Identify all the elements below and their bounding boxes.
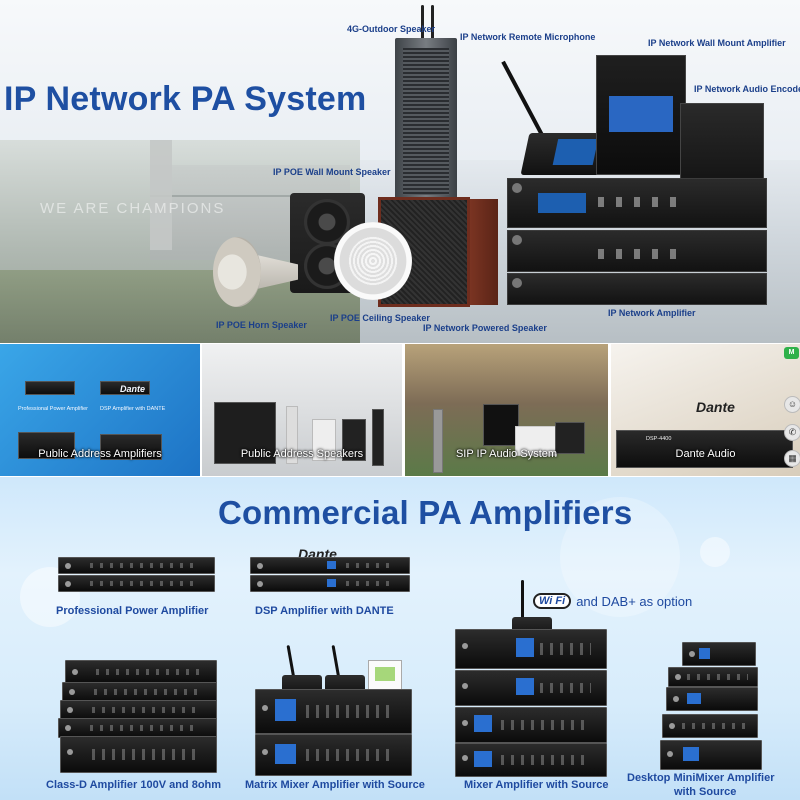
label-professional-power-amplifier[interactable]: Professional Power Amplifier bbox=[56, 605, 209, 617]
label-powered-speaker: IP Network Powered Speaker bbox=[423, 323, 547, 333]
wifi-icon: Wi Fi bbox=[533, 593, 572, 609]
mini-rack bbox=[25, 381, 75, 395]
decor-bubble bbox=[700, 537, 730, 567]
column-speaker bbox=[342, 419, 366, 461]
desktop-minimixer-unit[interactable] bbox=[662, 714, 758, 738]
category-sub-label: Professional Power Amplifier bbox=[18, 406, 89, 412]
phone-icon[interactable]: ✆ bbox=[784, 424, 800, 441]
antenna-right bbox=[431, 5, 434, 43]
column-speaker bbox=[286, 406, 298, 464]
hero-title: IP Network PA System bbox=[4, 80, 367, 118]
class-d-amplifier-unit[interactable] bbox=[60, 700, 217, 720]
audio-encoder-image[interactable] bbox=[680, 103, 764, 185]
label-poe-wall-speaker: IP POE Wall Mount Speaker bbox=[273, 167, 391, 177]
column-speaker bbox=[433, 409, 443, 473]
label-network-amplifier: IP Network Amplifier bbox=[608, 308, 696, 318]
backdrop-wall-text: WE ARE CHAMPIONS bbox=[40, 200, 226, 217]
microphone-gooseneck bbox=[521, 580, 524, 625]
category-sub-label: DSP Amplifier with DANTE bbox=[100, 406, 166, 412]
mini-rack bbox=[100, 381, 150, 395]
label-poe-ceiling-speaker: IP POE Ceiling Speaker bbox=[330, 313, 430, 323]
network-amplifier-rack-1[interactable] bbox=[507, 178, 767, 228]
wall-amp bbox=[483, 404, 519, 446]
chat-badge-icon[interactable]: M bbox=[784, 347, 799, 359]
wifi-dab-option: Wi Fi and DAB+ as option bbox=[533, 593, 692, 609]
mini-rack bbox=[18, 432, 75, 459]
category-sip-ip-audio[interactable]: SIP IP Audio System bbox=[405, 344, 608, 476]
decor-bubble bbox=[560, 497, 680, 617]
category-label: Dante Audio bbox=[675, 448, 736, 460]
class-d-amplifier-unit[interactable] bbox=[62, 682, 217, 702]
label-desktop-minimixer-line1[interactable]: Desktop MiniMixer Amplifier bbox=[627, 772, 775, 784]
category-dante-audio[interactable]: Dante DSP-4400 Dante Audio bbox=[611, 344, 800, 476]
category-pa-speakers[interactable]: Public Address Speakers bbox=[202, 344, 402, 476]
class-d-amplifier-unit[interactable] bbox=[60, 736, 217, 773]
line-array-speaker bbox=[214, 402, 276, 464]
dante-logo: Dante bbox=[120, 384, 146, 394]
ceiling-speaker-image[interactable] bbox=[334, 222, 412, 300]
label-mixer-amplifier[interactable]: Mixer Amplifier with Source bbox=[464, 779, 609, 791]
antenna-left bbox=[421, 5, 424, 43]
dante-logo: Dante bbox=[696, 399, 735, 415]
wall-mount-amplifier-image[interactable] bbox=[596, 55, 686, 175]
mixer-amplifier-unit[interactable] bbox=[455, 629, 607, 669]
mixer-amplifier-unit[interactable] bbox=[455, 743, 607, 777]
label-outdoor-speaker: 4G-Outdoor Speaker bbox=[347, 24, 436, 34]
label-remote-microphone: IP Network Remote Microphone bbox=[460, 32, 596, 42]
matrix-mixer-unit[interactable] bbox=[255, 689, 412, 734]
support-icon[interactable]: ☺ bbox=[784, 396, 800, 413]
category-pa-amplifiers[interactable]: Professional Power Amplifier DSP Amplifi… bbox=[0, 344, 200, 476]
campus-tower bbox=[150, 140, 172, 250]
desktop-minimixer-unit[interactable] bbox=[668, 667, 758, 687]
floating-contact-icons: ☺ ✆ ▦ bbox=[783, 344, 800, 476]
amplifiers-title: Commercial PA Amplifiers bbox=[218, 494, 633, 531]
label-desktop-minimixer-line2[interactable]: with Source bbox=[674, 786, 737, 798]
dsp-amplifier-unit[interactable] bbox=[250, 575, 410, 592]
mini-rack bbox=[100, 434, 162, 460]
label-poe-horn-speaker: IP POE Horn Speaker bbox=[216, 320, 307, 330]
label-wall-mount-amplifier: IP Network Wall Mount Amplifier bbox=[648, 38, 786, 48]
desktop-minimixer-unit[interactable] bbox=[666, 687, 758, 711]
label-class-d-amplifier[interactable]: Class-D Amplifier 100V and 8ohm bbox=[46, 779, 222, 791]
qr-code-icon[interactable]: ▦ bbox=[784, 450, 800, 467]
power-amplifier-unit[interactable] bbox=[58, 575, 215, 592]
mixer-amplifier-unit[interactable] bbox=[455, 670, 607, 706]
outdoor-column-speaker-image[interactable] bbox=[395, 38, 457, 203]
network-amplifier-rack-3[interactable] bbox=[507, 273, 767, 305]
category-label: Public Address Speakers bbox=[240, 448, 364, 460]
model-label: DSP-4400 bbox=[646, 436, 672, 442]
hero-banner: WE ARE CHAMPIONS IP Network PA System 4G… bbox=[0, 0, 800, 343]
class-d-amplifier-unit[interactable] bbox=[58, 718, 217, 738]
column-speaker bbox=[312, 419, 336, 461]
horn-speaker-image[interactable] bbox=[213, 237, 298, 312]
class-d-amplifier-unit[interactable] bbox=[65, 660, 217, 684]
label-matrix-mixer-amplifier[interactable]: Matrix Mixer Amplifier with Source bbox=[245, 779, 425, 791]
network-amplifier-rack-2[interactable] bbox=[507, 230, 767, 272]
power-amplifier-unit[interactable] bbox=[58, 557, 215, 574]
dsp-amplifier-unit[interactable] bbox=[250, 557, 410, 574]
ceiling-speaker bbox=[515, 426, 557, 456]
wall-control-panel[interactable] bbox=[368, 660, 402, 694]
desktop-minimixer-unit[interactable] bbox=[660, 740, 762, 770]
commercial-amplifiers-section: Commercial PA Amplifiers Professional Po… bbox=[0, 477, 800, 800]
category-label: Public Address Amplifiers bbox=[38, 448, 162, 460]
column-speaker bbox=[372, 409, 384, 466]
label-audio-encoder: IP Network Audio Encoder bbox=[694, 84, 800, 94]
mixer-amplifier-unit[interactable] bbox=[455, 707, 607, 743]
category-label: SIP IP Audio System bbox=[455, 448, 558, 460]
desktop-minimixer-unit[interactable] bbox=[682, 642, 756, 666]
encoder bbox=[555, 422, 585, 454]
label-dsp-amplifier-dante[interactable]: DSP Amplifier with DANTE bbox=[255, 605, 394, 617]
option-text: and DAB+ as option bbox=[576, 593, 693, 609]
dante-rack bbox=[616, 430, 793, 468]
matrix-mixer-unit[interactable] bbox=[255, 734, 412, 776]
